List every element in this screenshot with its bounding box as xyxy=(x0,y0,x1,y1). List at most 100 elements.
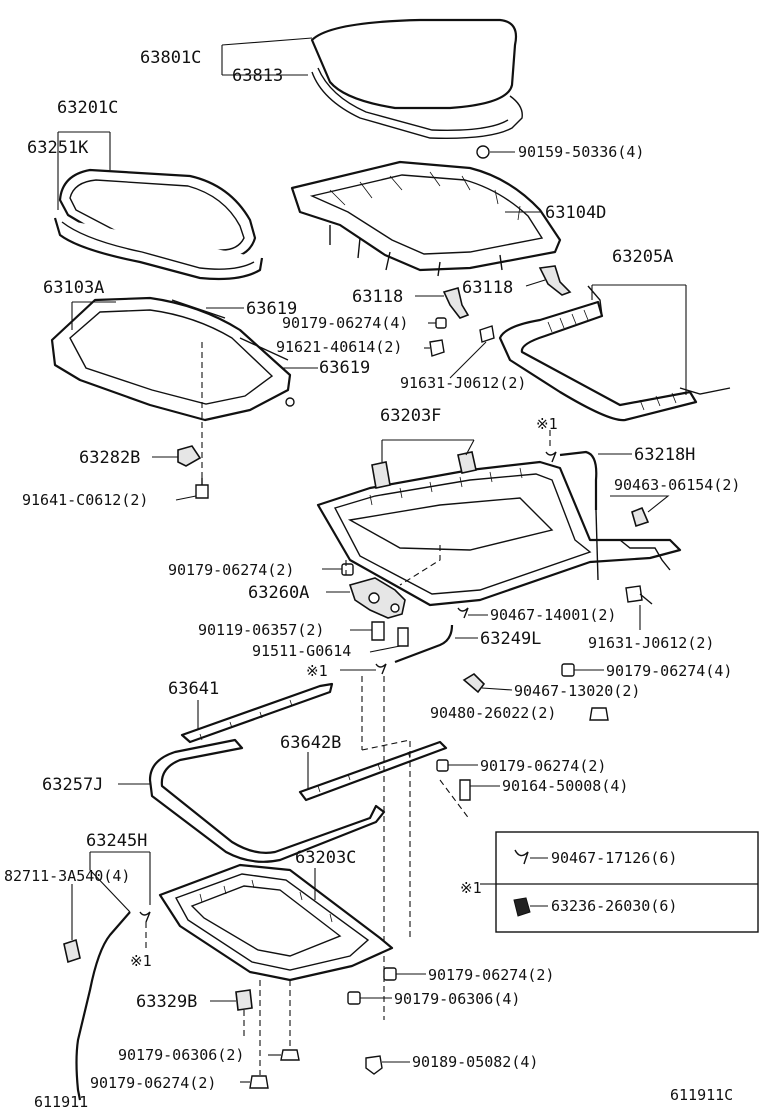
label-90467-b: 90467-13020(2) xyxy=(514,682,640,700)
label-63205a: 63205A xyxy=(612,247,673,267)
label-63282b: 63282B xyxy=(79,448,140,468)
legend-note-1: ※1 xyxy=(460,879,482,897)
nut-90179-upper xyxy=(435,317,447,329)
leader-63118-b xyxy=(525,279,546,287)
bolt-91631-lower xyxy=(625,585,653,605)
label-63118-a: 63118 xyxy=(352,287,403,307)
leader-90463 xyxy=(610,495,670,513)
clip-63282b xyxy=(177,445,202,467)
nut-90179-lower-right xyxy=(383,967,397,981)
label-90179-b: 90179-06274(2) xyxy=(168,561,294,579)
label-63619-a: 63619 xyxy=(246,299,297,319)
label-91621: 91621-40614(2) xyxy=(276,338,402,356)
leader-63201c xyxy=(57,131,111,210)
label-90467-a: 90467-14001(2) xyxy=(490,606,616,624)
label-90179-e: 90179-06274(2) xyxy=(428,966,554,984)
nut-90480 xyxy=(589,707,609,721)
housing-63203f-part xyxy=(316,451,682,607)
housing-63203c-part xyxy=(158,863,394,982)
bolt-91511 xyxy=(397,627,409,647)
leader-63245h xyxy=(89,851,151,913)
label-63203c: 63203C xyxy=(295,848,356,868)
dashed-lines-lower xyxy=(243,980,291,1075)
label-91641: 91641-C0612(2) xyxy=(22,491,148,509)
nut-90179-06306-lower xyxy=(280,1049,300,1061)
clip-90189 xyxy=(365,1055,383,1075)
sunshade-panel-part xyxy=(53,168,264,281)
label-63245h: 63245H xyxy=(86,831,147,851)
label-90164: 90164-50008(4) xyxy=(502,777,628,795)
clip-note1-upper xyxy=(545,430,557,463)
label-63801c: 63801C xyxy=(140,48,201,68)
label-90463: 90463-06154(2) xyxy=(614,476,740,494)
bolt-91631-upper xyxy=(449,325,495,379)
nut-90179-right xyxy=(561,663,575,677)
clip-90463 xyxy=(631,506,650,528)
label-63329b: 63329B xyxy=(136,992,197,1012)
drain-hose-63249l xyxy=(394,624,454,664)
label-63104d: 63104D xyxy=(545,203,606,223)
label-63642b: 63642B xyxy=(280,733,341,753)
clip-note1-middle xyxy=(375,663,387,675)
leader-91641 xyxy=(175,495,197,501)
label-63218h: 63218H xyxy=(634,445,695,465)
legend-box xyxy=(495,831,759,933)
lower-frame-63103a-part xyxy=(50,296,295,422)
label-90480: 90480-26022(2) xyxy=(430,704,556,722)
legend-clamp-icon xyxy=(513,897,531,917)
label-90119: 90119-06357(2) xyxy=(198,621,324,639)
note-1-a: ※1 xyxy=(536,415,558,433)
weatherstrip-63257j-part xyxy=(148,738,386,863)
label-611911: 611911 xyxy=(34,1093,88,1111)
label-90179-a: 90179-06274(4) xyxy=(282,314,408,332)
label-90179-d: 90179-06274(2) xyxy=(480,757,606,775)
bolt-91641 xyxy=(195,478,209,499)
note-1-b: ※1 xyxy=(306,662,328,680)
label-91511: 91511-G0614 xyxy=(252,642,351,660)
label-91631-a: 91631-J0612(2) xyxy=(400,374,526,392)
bolt-90164 xyxy=(459,779,471,801)
label-63201c: 63201C xyxy=(57,98,118,118)
label-63249l: 63249L xyxy=(480,629,541,649)
bolt-90119 xyxy=(371,621,385,641)
nut-90179-06306-right xyxy=(347,991,361,1005)
label-90179-f: 90179-06306(4) xyxy=(394,990,520,1008)
note-1-c: ※1 xyxy=(130,952,152,970)
label-63260a: 63260A xyxy=(248,583,309,603)
legend-clip-icon xyxy=(514,849,529,865)
label-63257j: 63257J xyxy=(42,775,103,795)
label-63251k: 63251K xyxy=(27,138,89,158)
bracket-63118-right xyxy=(538,265,572,296)
bracket-63118-left xyxy=(442,287,470,319)
label-63118-b: 63118 xyxy=(462,278,513,298)
label-91631-b: 91631-J0612(2) xyxy=(588,634,714,652)
sunroof-frame-part xyxy=(290,160,562,277)
label-63813: 63813 xyxy=(232,66,283,86)
bracket-63329b xyxy=(235,989,253,1011)
label-90179-g: 90179-06306(2) xyxy=(118,1046,244,1064)
legend-row-1: 90467-17126(6) xyxy=(551,849,677,867)
label-90159: 90159-50336(4) xyxy=(518,143,644,161)
label-63619-b: 63619 xyxy=(319,358,370,378)
drain-hose-63218h xyxy=(559,450,599,581)
bolt-91621 xyxy=(429,339,445,357)
leader-90467-b xyxy=(481,687,513,691)
sunroof-glass-part xyxy=(310,18,523,139)
label-90179-c: 90179-06274(4) xyxy=(606,662,732,680)
label-90179-h: 90179-06274(2) xyxy=(90,1074,216,1092)
leader-63801c xyxy=(221,37,313,76)
leader-91511 xyxy=(369,645,401,653)
nut-90179-lowest xyxy=(249,1075,269,1089)
leader-63203f xyxy=(381,439,475,462)
nut-90179-mid-right xyxy=(436,759,449,772)
screw-90159 xyxy=(476,145,515,159)
leader-63205a xyxy=(591,284,687,395)
diagram-code: 611911C xyxy=(670,1086,733,1104)
label-63203f: 63203F xyxy=(380,406,441,426)
legend-row-2: 63236-26030(6) xyxy=(551,897,677,915)
motor-63260a-part xyxy=(348,577,406,619)
clip-90467-14001 xyxy=(457,607,469,619)
label-90189: 90189-05082(4) xyxy=(412,1053,538,1071)
clip-note1-lower xyxy=(139,911,151,950)
